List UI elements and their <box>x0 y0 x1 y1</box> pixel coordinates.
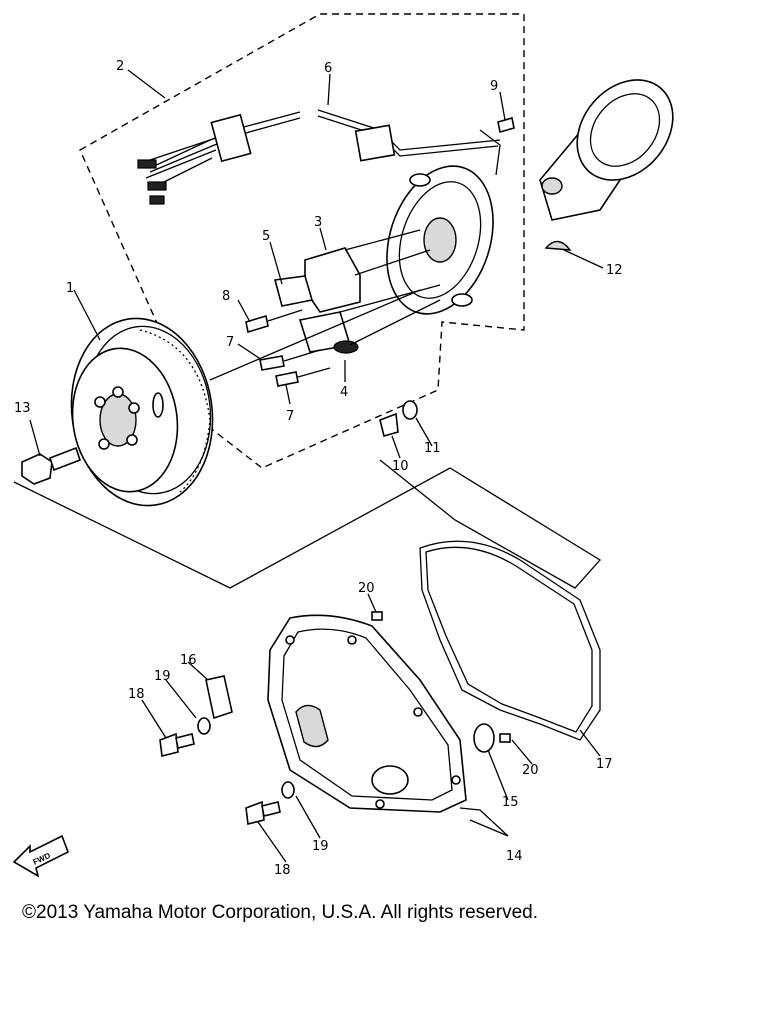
callout-6: 6 <box>324 61 332 76</box>
pickup-coils <box>273 229 441 354</box>
callout-12: 12 <box>606 263 623 278</box>
dowel-pin-right <box>499 733 511 743</box>
woodruff-key <box>544 240 572 251</box>
callout-10: 10 <box>392 459 409 474</box>
callout-7b: 7 <box>286 409 294 424</box>
wire-harness <box>137 109 501 205</box>
callout-4: 4 <box>340 385 348 400</box>
fwd-arrow-icon: FWD <box>12 834 70 878</box>
callout-15: 15 <box>502 795 519 810</box>
cover-bolts <box>159 717 295 825</box>
dowel-pin-top <box>371 611 383 621</box>
cover-gasket <box>419 540 601 741</box>
callout-19b: 19 <box>312 839 329 854</box>
callout-2: 2 <box>116 59 124 74</box>
callout-1: 1 <box>66 281 74 296</box>
stator-bolt-washer <box>379 400 418 437</box>
callout-17: 17 <box>596 757 613 772</box>
callout-11: 11 <box>424 441 441 456</box>
callout-19a: 19 <box>154 669 171 684</box>
callout-9: 9 <box>490 79 498 94</box>
callout-16: 16 <box>180 653 197 668</box>
callout-18b: 18 <box>274 863 291 878</box>
callout-13: 13 <box>14 401 31 416</box>
flywheel-bolt <box>21 446 82 485</box>
leader-lines <box>29 69 604 863</box>
callout-8: 8 <box>222 289 230 304</box>
ground-screw <box>497 116 515 134</box>
collar-15 <box>473 723 495 753</box>
callout-3: 3 <box>314 215 322 230</box>
callout-7a: 7 <box>226 335 234 350</box>
callout-14: 14 <box>506 849 523 864</box>
flywheel-rotor <box>70 289 421 507</box>
callout-labels: 1 2 3 4 5 6 7 7 8 9 10 11 12 13 14 15 16… <box>14 59 623 878</box>
copyright-notice: ©2013 Yamaha Motor Corporation, U.S.A. A… <box>22 902 538 923</box>
wire-clamp <box>205 675 233 720</box>
coil-screws <box>245 309 331 387</box>
callout-5: 5 <box>262 229 270 244</box>
upper-section-outline <box>13 459 602 589</box>
callout-18a: 18 <box>128 687 145 702</box>
crankshaft-boss <box>539 79 674 221</box>
callout-20b: 20 <box>522 763 539 778</box>
crankcase-cover <box>267 614 467 813</box>
stator-assembly-dashed-outline <box>79 13 525 469</box>
stator-plate <box>386 165 494 315</box>
callout-20a: 20 <box>358 581 375 596</box>
